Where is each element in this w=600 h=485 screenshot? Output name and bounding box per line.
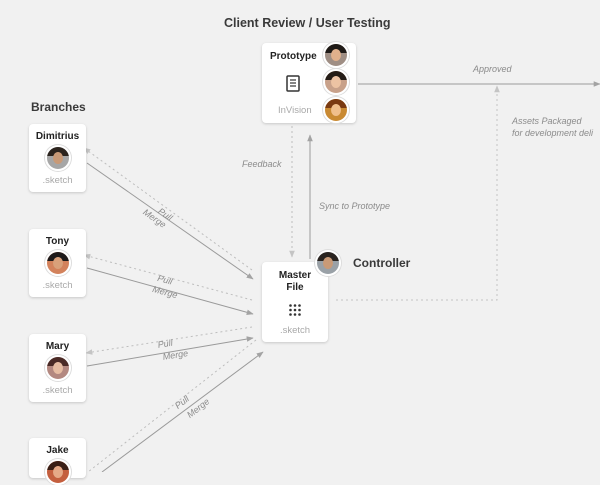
page-title: Client Review / User Testing [224,16,391,30]
grid-dots-icon [289,304,301,316]
pull-line-tony [83,253,253,301]
branches-heading: Branches [31,100,86,114]
branch-card-mary[interactable]: Mary .sketch [29,334,86,402]
master-ext: .sketch [279,325,311,336]
prototype-card[interactable]: Prototype InVision [262,42,356,123]
merge-line-dimitrius [86,162,254,280]
master-name-line1: Master [278,270,312,281]
pull-line-jake [87,339,257,472]
branch-avatar [45,145,71,171]
branch-card-dimitrius[interactable]: Dimitrius .sketch [29,124,86,192]
assets-label-line1: Assets Packaged [512,116,582,126]
reviewer-avatar-3 [323,97,349,123]
sync-label: Sync to Prototype [319,201,391,211]
master-file-card[interactable]: Master File .sketch [262,262,328,342]
branch-avatar [45,355,71,381]
branch-name: Dimitrius [35,131,80,142]
branch-avatar [45,459,71,485]
assets-label-line2: for development deli [512,128,594,138]
assets-line [336,85,500,301]
approved-label: Approved [473,64,512,74]
feedback-label: Feedback [242,159,282,169]
prototype-name: Prototype [270,51,317,62]
connection-lines [83,81,600,472]
branch-name: Mary [45,341,70,352]
controller-avatar [315,250,341,276]
prototype-tool: InVision [278,105,312,116]
branch-name: Tony [45,236,70,247]
master-name-line2: File [286,282,304,293]
merge-line-tony [86,267,254,316]
branch-ext: .sketch [42,385,73,396]
branch-ext: .sketch [42,175,73,186]
merge-line-mary [86,336,254,367]
branch-card-tony[interactable]: Tony .sketch [29,229,86,297]
reviewer-avatar-1 [323,42,349,68]
branch-ext: .sketch [42,280,73,291]
branch-card-jake[interactable]: Jake [29,438,86,485]
document-icon [286,75,300,92]
branch-name: Jake [46,445,69,456]
pull-line-dimitrius [83,147,253,271]
merge-line-jake [101,351,264,472]
pull-line-mary [85,326,253,355]
branch-avatar [45,250,71,276]
controller-label: Controller [353,256,411,270]
reviewer-avatar-2 [323,69,349,95]
